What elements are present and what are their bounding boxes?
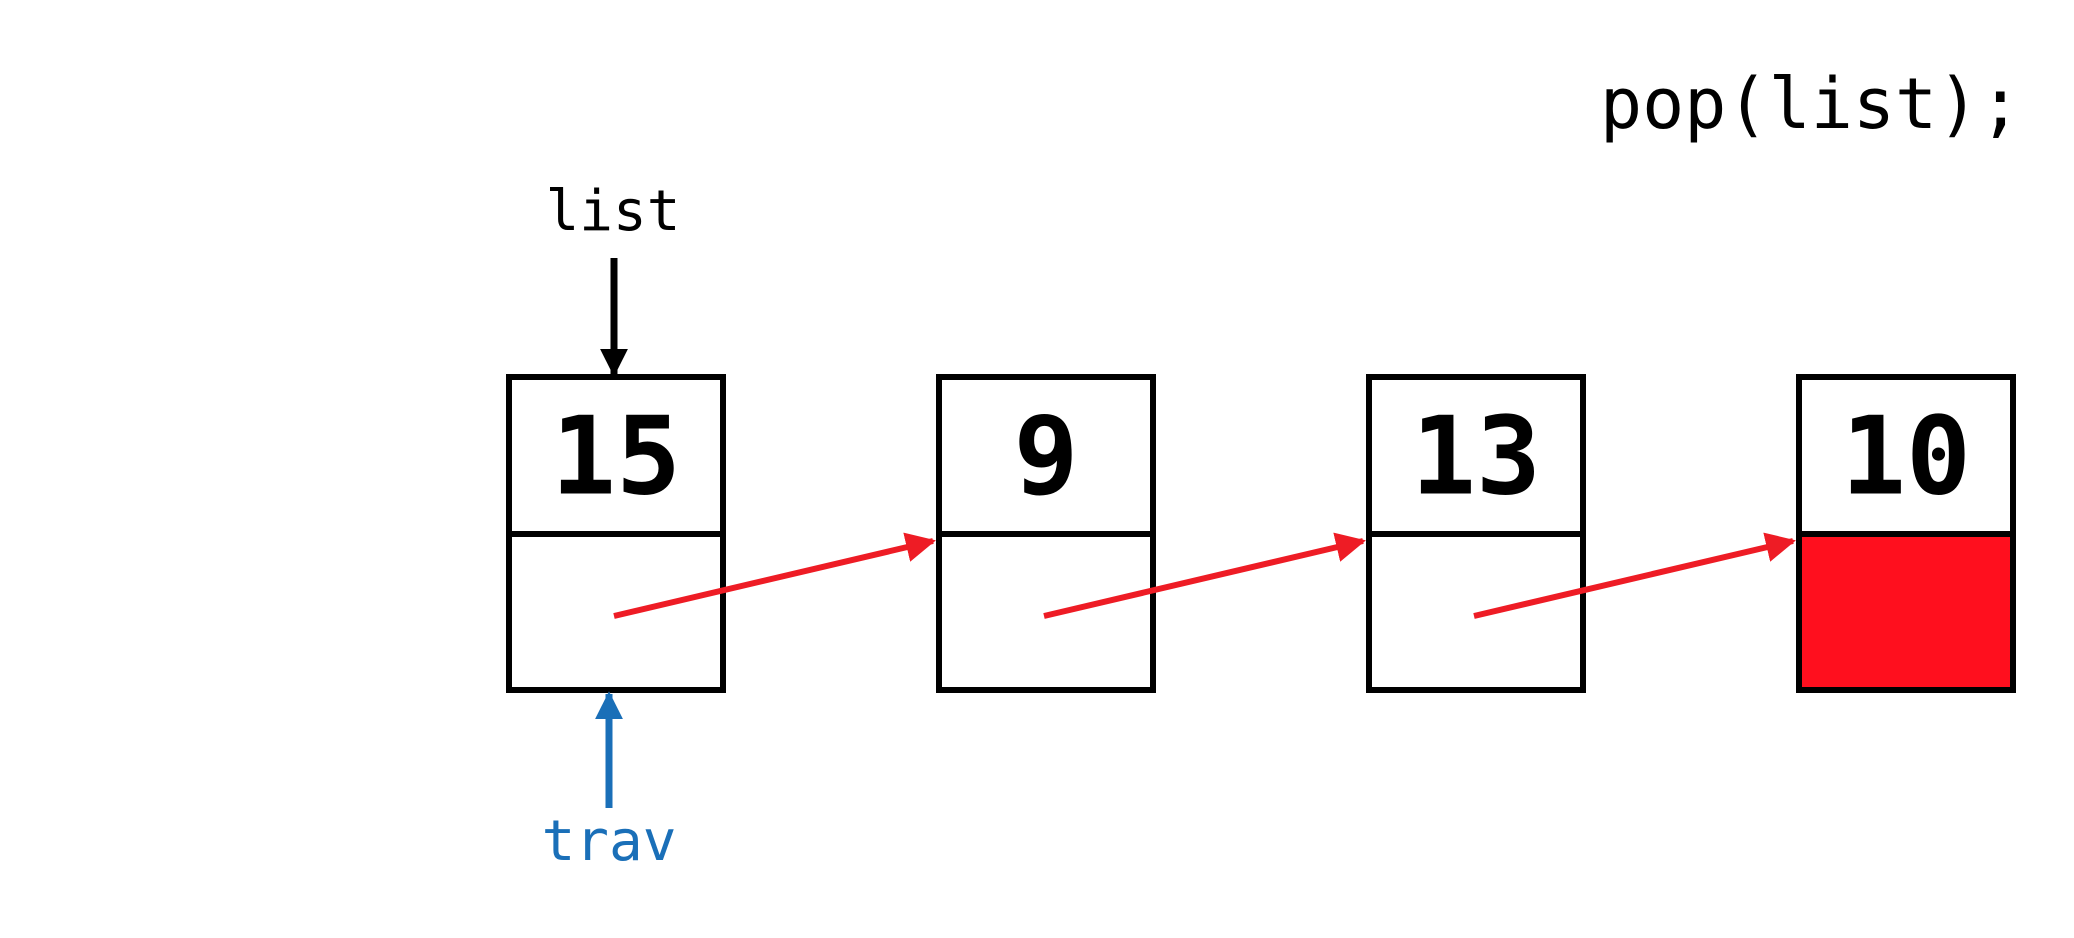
list-node: 13 <box>1366 374 1586 693</box>
node-value: 10 <box>1841 395 1971 520</box>
node-value: 9 <box>1013 395 1078 520</box>
node-null-pointer-box <box>1796 531 2016 693</box>
trav-pointer-label: trav <box>542 809 677 874</box>
node-value-box <box>936 374 1156 537</box>
node-next-pointer-box <box>1366 531 1586 693</box>
node-next-pointer-box <box>506 531 726 693</box>
node-next-pointer-box <box>936 531 1156 693</box>
next-pointer-arrow <box>1473 532 1796 619</box>
list-node: 10 <box>1796 374 2016 693</box>
next-pointer-arrow <box>1043 532 1366 619</box>
head-pointer-label: list <box>546 179 681 244</box>
list-node: 9 <box>936 374 1156 693</box>
node-group: 15 9 13 10 <box>506 374 2016 693</box>
next-pointer-arrow <box>613 532 936 619</box>
node-value: 15 <box>551 395 681 520</box>
next-pointer-group <box>613 532 1796 619</box>
list-node: 15 <box>506 374 726 693</box>
code-line: pop(list); <box>1600 63 2021 145</box>
node-value: 13 <box>1411 395 1541 520</box>
